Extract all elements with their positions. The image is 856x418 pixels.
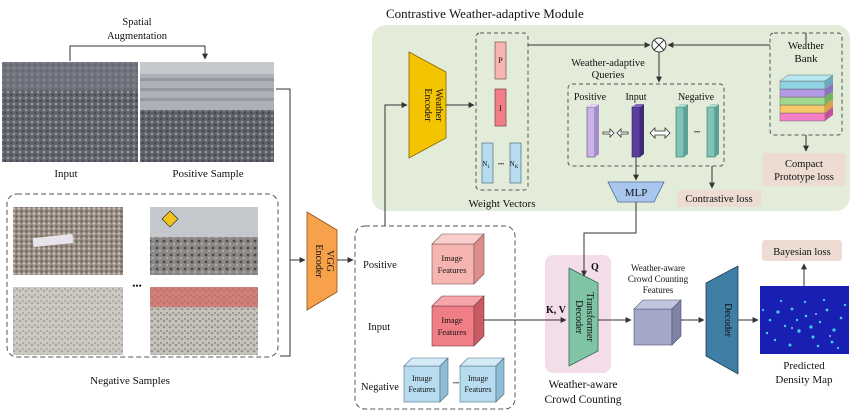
weight-nk-label: NK — [510, 160, 519, 170]
negative-ellipsis: ••• — [132, 281, 141, 291]
q-label: Q — [591, 262, 599, 273]
weight-vectors-label: Weight Vectors — [468, 198, 535, 210]
image-features-box — [354, 225, 516, 410]
weight-vector-negative-1 — [481, 142, 494, 184]
augmentation-arrow — [69, 45, 208, 61]
predicted-label-2: Density Map — [775, 374, 833, 386]
query-positive-label: Positive — [574, 92, 607, 103]
arrow-features-weather-encoder — [384, 102, 408, 226]
weight-vector-positive — [494, 41, 507, 80]
feature-cube-negative-k — [459, 357, 505, 403]
feature-cube-negative-1 — [403, 357, 449, 403]
augmentation-label-1: Spatial — [122, 17, 151, 28]
features-positive-row-label: Positive — [363, 260, 397, 271]
positive-sample-label: Positive Sample — [172, 168, 243, 180]
arrow-mlp-transformer — [581, 202, 637, 277]
decoder-label: Decoder — [722, 303, 733, 338]
query-input-bar — [631, 104, 644, 158]
queries-title-1: Weather-adaptive — [571, 58, 645, 69]
cube-input-line2: Features — [438, 327, 467, 337]
weight-p-label: P — [498, 56, 503, 65]
negative-image-3 — [13, 287, 123, 355]
cube-negative1-line1: Image — [412, 374, 432, 383]
bayesian-loss-label: Bayesian loss — [773, 247, 830, 258]
negative-image-4 — [150, 287, 258, 355]
features-negative-row-label: Negative — [361, 382, 399, 393]
weight-vectors-ellipsis: ••• — [498, 162, 504, 168]
vgg-encoder — [306, 211, 338, 311]
compact-prototype-loss-box — [762, 153, 846, 186]
kv-label: K, V — [546, 305, 567, 316]
query-negative-bar-1 — [675, 104, 688, 158]
cube-positive-line1: Image — [441, 253, 462, 263]
mlp-label: MLP — [625, 187, 648, 199]
negative-image-2 — [150, 207, 258, 275]
weight-n1-label: N1 — [482, 160, 490, 170]
transformer-decoder — [568, 267, 599, 367]
predicted-label-1: Predicted — [783, 360, 825, 372]
contrastive-loss-box — [677, 190, 761, 207]
wacc-label-3: Features — [643, 285, 674, 295]
feature-cube-input — [431, 295, 485, 347]
wacc-label-1: Weather-aware — [631, 263, 685, 273]
weight-vector-input — [494, 88, 507, 127]
input-image-label: Input — [54, 168, 77, 180]
vgg-encoder-label: VGGEncoder — [313, 244, 335, 278]
cube-negativek-line1: Image — [468, 374, 488, 383]
mlp-block — [607, 181, 665, 203]
query-negative-ellipsis: ••• — [694, 130, 700, 136]
negative-samples-label: Negative Samples — [90, 375, 170, 387]
weight-vector-negative-k — [509, 142, 522, 184]
wacc-feature-cube — [633, 299, 682, 346]
cube-positive-line2: Features — [438, 265, 467, 275]
input-image — [2, 62, 138, 162]
weight-i-label: I — [499, 104, 502, 113]
compact-loss-label-1: Compact — [785, 159, 823, 170]
transformer-decoder-label: TransformerDecoder — [573, 292, 595, 342]
negative-samples-box — [6, 193, 279, 358]
query-positive-bar — [586, 104, 599, 158]
contrastive-loss-label: Contrastive loss — [685, 194, 752, 205]
decoder-block — [705, 265, 739, 375]
augmentation-label-2: Augmentation — [107, 31, 168, 42]
weather-encoder — [408, 51, 447, 159]
query-input-label: Input — [625, 92, 646, 103]
counting-section-label-2: Crowd Counting — [545, 394, 622, 406]
weather-encoder-label: WeatherEncoder — [422, 88, 444, 122]
queries-title-2: Queries — [592, 70, 625, 81]
images-bracket — [276, 88, 291, 357]
wacc-label-2: Crowd Counting — [628, 274, 689, 284]
features-input-row-label: Input — [368, 322, 390, 333]
positive-sample-image — [140, 62, 274, 162]
weather-bank-label-2: Bank — [794, 53, 818, 65]
weather-bank-label-1: Weather — [788, 40, 825, 52]
push-arrow-icon — [649, 127, 671, 139]
query-negative-label: Negative — [678, 92, 715, 103]
cube-negative1-line2: Features — [408, 385, 435, 394]
bayesian-loss-box — [762, 240, 842, 261]
feature-cube-positive — [431, 233, 485, 285]
weight-vectors-box — [475, 32, 529, 191]
cube-input-line1: Image — [441, 315, 462, 325]
module-title: Contrastive Weather-adaptive Module — [386, 6, 584, 21]
queries-box — [567, 83, 725, 167]
query-negative-bar-k — [706, 104, 719, 158]
features-negative-ellipsis: ••• — [453, 381, 459, 387]
negative-image-1 — [13, 207, 123, 275]
counting-section-label-1: Weather-aware — [548, 379, 617, 391]
pull-arrow-icon — [602, 128, 629, 138]
density-map-image — [760, 286, 849, 354]
multiply-node-x2 — [653, 39, 665, 51]
cube-negativek-line2: Features — [464, 385, 491, 394]
weather-bank-stack — [779, 74, 834, 122]
compact-loss-label-2: Prototype loss — [774, 172, 834, 183]
